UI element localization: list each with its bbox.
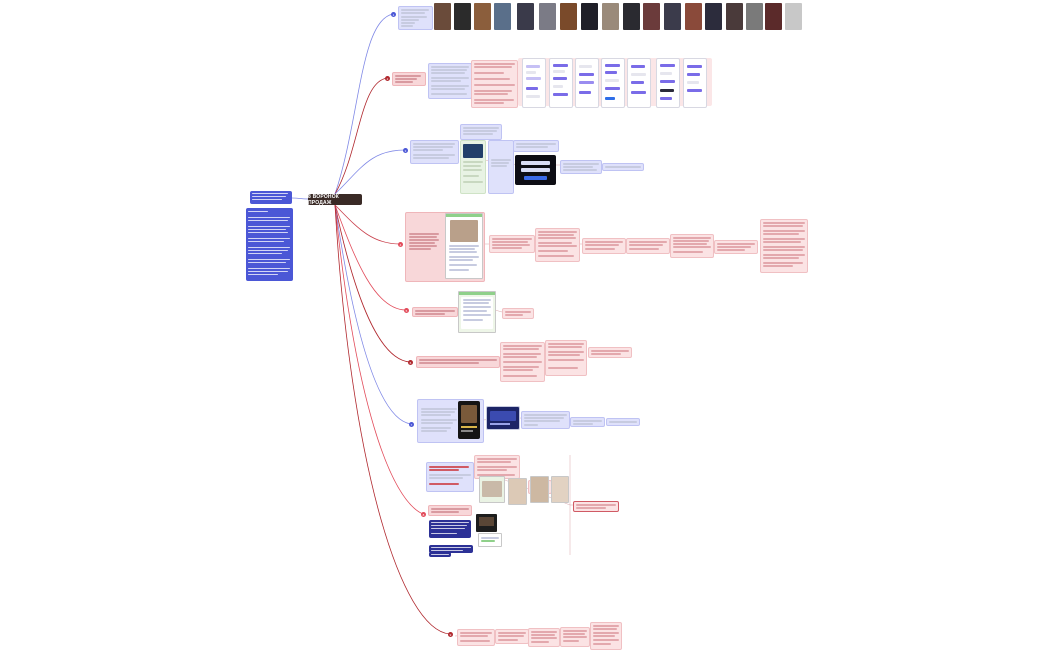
- info-card-top[interactable]: [250, 191, 292, 204]
- story-thumb[interactable]: [643, 3, 660, 30]
- branch-7-step-b[interactable]: [570, 417, 605, 427]
- chat-screenshot[interactable]: [683, 58, 707, 108]
- root-node[interactable]: 8 ВОРОНОК ПРОДАЖ: [308, 194, 362, 206]
- story-thumb[interactable]: [602, 3, 619, 30]
- branch-2-steps[interactable]: [471, 60, 518, 108]
- branch-9-step-b[interactable]: [495, 629, 529, 644]
- branch-8-phone-c[interactable]: [551, 476, 569, 503]
- branch-8-result[interactable]: [573, 501, 619, 512]
- branch-badge-1[interactable]: 1: [391, 12, 396, 17]
- branch-7-dark-screenshot[interactable]: [458, 401, 480, 439]
- chat-screenshot[interactable]: [522, 58, 546, 108]
- branch-9-step-e[interactable]: [590, 622, 622, 650]
- story-thumb[interactable]: [664, 3, 681, 30]
- connector-5: [334, 204, 407, 311]
- branch-8-cta-secondary[interactable]: [429, 545, 473, 553]
- branch-8-step-a[interactable]: [474, 455, 520, 479]
- branch-4-step-f[interactable]: [714, 240, 758, 254]
- connector-7: [334, 204, 412, 425]
- branch-3-screenshot[interactable]: [460, 140, 486, 194]
- branch-4-summary[interactable]: [760, 219, 808, 273]
- branch-8-note[interactable]: [428, 505, 472, 516]
- story-thumb[interactable]: [726, 3, 743, 30]
- connector-9: [334, 204, 451, 635]
- branch-3-detail[interactable]: [488, 140, 514, 194]
- branch-5-screenshot[interactable]: [458, 291, 496, 333]
- branch-8-screenshot-c[interactable]: [478, 533, 502, 547]
- branch-4-step-b[interactable]: [535, 228, 580, 262]
- chat-screenshot[interactable]: [575, 58, 599, 108]
- branch-2-title[interactable]: [392, 72, 426, 86]
- chat-screenshot[interactable]: [549, 58, 573, 108]
- branch-badge-9[interactable]: 9: [448, 632, 453, 637]
- story-thumb[interactable]: [539, 3, 556, 30]
- branch-1-note[interactable]: [398, 6, 433, 30]
- connector-8: [334, 204, 424, 515]
- branch-4-screenshot[interactable]: [445, 213, 483, 279]
- branch-8-screenshot-b[interactable]: [476, 514, 497, 532]
- branch-badge-6[interactable]: 6: [408, 360, 413, 365]
- branch-6-note[interactable]: [416, 356, 500, 368]
- branch-badge-2[interactable]: 2: [385, 76, 390, 81]
- branch-badge-3[interactable]: 3: [403, 148, 408, 153]
- story-thumb[interactable]: [705, 3, 722, 30]
- branch-badge-7[interactable]: 7: [409, 422, 414, 427]
- branch-4-step-a[interactable]: [489, 235, 535, 253]
- connector-2: [334, 77, 389, 195]
- connector-3: [334, 149, 406, 195]
- branch-8-intro[interactable]: [426, 462, 474, 492]
- branch-9-step-c[interactable]: [528, 628, 560, 647]
- branch-7-step-c[interactable]: [606, 418, 640, 426]
- branch-8-screenshot-a[interactable]: [479, 476, 505, 503]
- branch-6-step-a[interactable]: [500, 342, 545, 382]
- branch-6-step-c[interactable]: [588, 347, 632, 358]
- branch-4-step-c[interactable]: [582, 238, 626, 254]
- branch-3-note[interactable]: [410, 140, 459, 164]
- branch-6-step-b[interactable]: [545, 340, 587, 376]
- story-thumb[interactable]: [434, 3, 451, 30]
- branch-3-top-note[interactable]: [460, 124, 502, 140]
- branch-badge-8[interactable]: 8: [421, 512, 426, 517]
- branch-8-cta-primary[interactable]: [429, 520, 471, 538]
- branch-3-step-a[interactable]: [513, 140, 559, 152]
- story-thumb[interactable]: [454, 3, 471, 30]
- branch-7-step-a[interactable]: [521, 411, 570, 429]
- branch-5-note[interactable]: [412, 307, 458, 317]
- connector-1: [334, 13, 394, 195]
- connector-6: [334, 204, 411, 363]
- info-card-list[interactable]: [246, 208, 293, 281]
- connector-left: [291, 197, 309, 200]
- branch-8-cta-tertiary[interactable]: [429, 552, 451, 557]
- branch-badge-4[interactable]: 4: [398, 242, 403, 247]
- branch-badge-5[interactable]: 5: [404, 308, 409, 313]
- branch-3-step-b[interactable]: [560, 160, 602, 174]
- branch-9-step-a[interactable]: [457, 629, 495, 646]
- story-thumb[interactable]: [494, 3, 511, 30]
- story-thumb[interactable]: [765, 3, 782, 30]
- story-thumb[interactable]: [581, 3, 598, 30]
- chat-screenshot[interactable]: [601, 58, 625, 108]
- branch-4-step-d[interactable]: [626, 238, 670, 254]
- branch-8-phone-a[interactable]: [508, 478, 527, 505]
- story-thumb[interactable]: [785, 3, 802, 30]
- connector-4: [334, 204, 401, 245]
- story-thumb[interactable]: [517, 3, 534, 30]
- story-thumb[interactable]: [623, 3, 640, 30]
- branch-4-step-e[interactable]: [670, 234, 714, 258]
- branch-5-step[interactable]: [502, 308, 534, 319]
- branch-7-promo[interactable]: [486, 406, 520, 430]
- branch-2-note[interactable]: [428, 63, 472, 99]
- chat-screenshot[interactable]: [656, 58, 680, 108]
- branch-3-dark-screenshot[interactable]: [515, 155, 556, 185]
- story-thumb[interactable]: [474, 3, 491, 30]
- story-thumb[interactable]: [685, 3, 702, 30]
- story-thumb[interactable]: [560, 3, 577, 30]
- branch-9-step-d[interactable]: [560, 627, 590, 647]
- branch-3-step-c[interactable]: [602, 163, 644, 171]
- branch-8-phone-b[interactable]: [530, 476, 549, 503]
- story-thumb[interactable]: [746, 3, 763, 30]
- chat-screenshot[interactable]: [627, 58, 651, 108]
